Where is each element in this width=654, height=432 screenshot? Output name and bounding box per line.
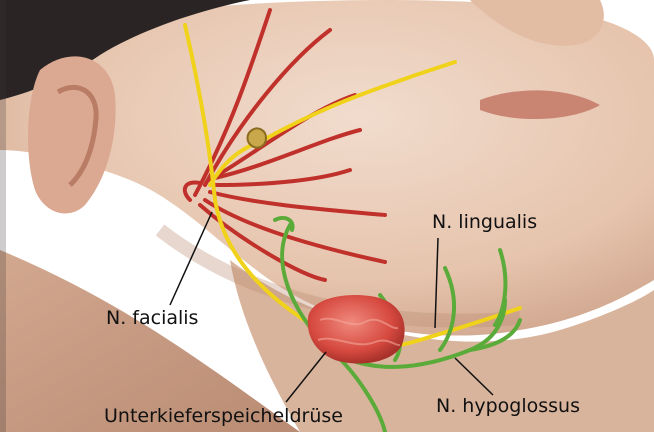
label-hypoglossal-nerve: N. hypoglossus	[436, 397, 580, 416]
label-facial-nerve: N. facialis	[106, 309, 198, 328]
edge-shadow	[0, 0, 6, 432]
ganglion	[248, 128, 267, 147]
label-lingual-nerve: N. lingualis	[432, 213, 537, 232]
label-submandibular-gland: Unterkieferspeicheldrüse	[104, 407, 343, 426]
